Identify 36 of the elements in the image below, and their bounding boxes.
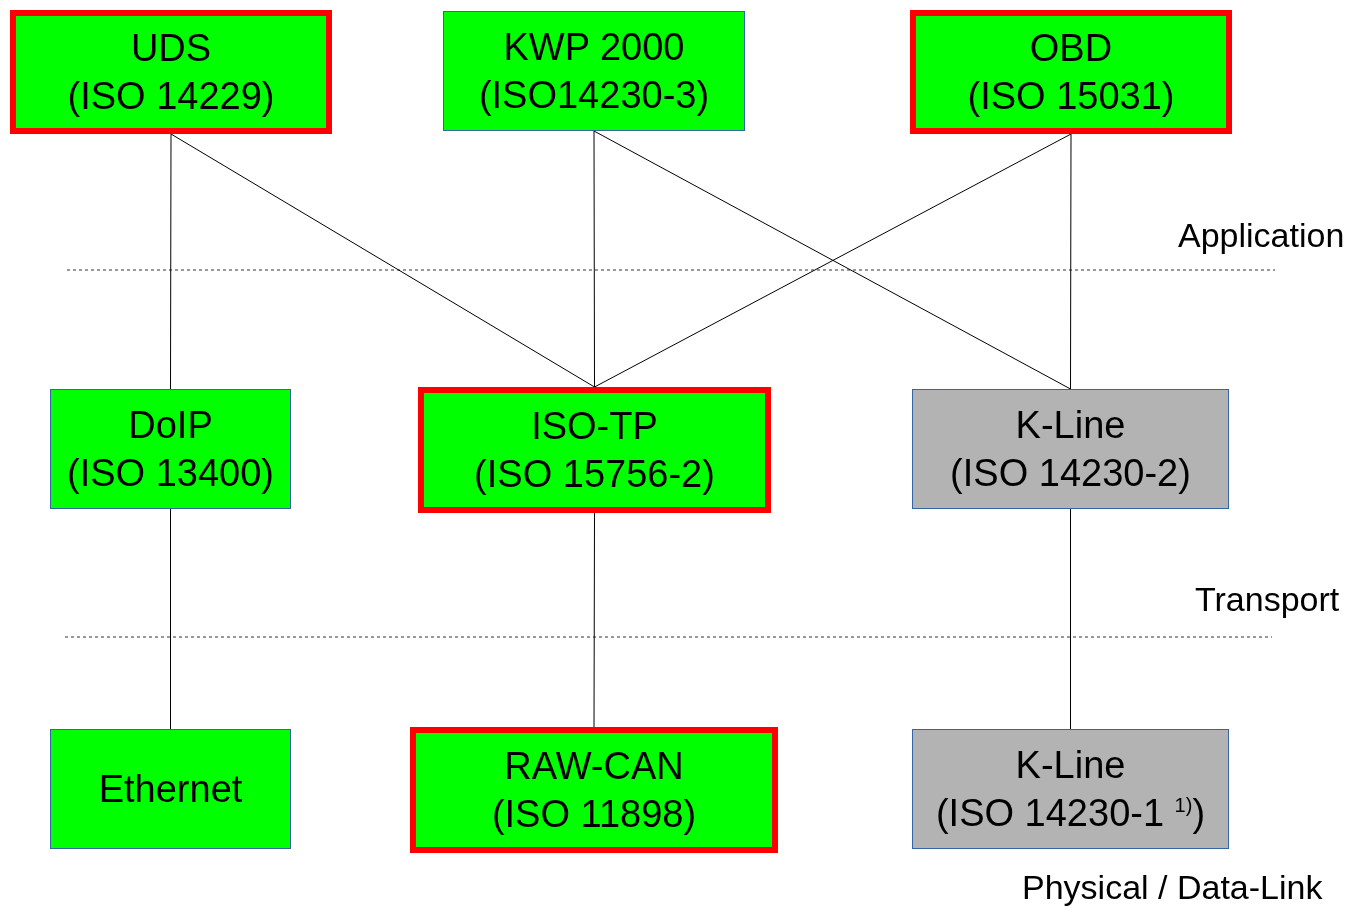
protocol-box (912, 389, 1229, 509)
protocol-label: ISO-TP (531, 404, 658, 449)
protocol-label: K-Line (1015, 743, 1126, 788)
layer-label: Physical / Data-Link (1022, 868, 1323, 907)
layer-label: Application (1178, 216, 1345, 255)
protocol-box (410, 727, 778, 853)
connector-line (1070, 508, 1071, 730)
protocol-label: (ISO14230-3) (478, 73, 710, 118)
protocol-box (910, 10, 1232, 134)
connector-line (170, 508, 171, 730)
protocol-label: (ISO 14229) (67, 74, 275, 119)
protocol-label: (ISO 13400) (67, 451, 274, 496)
protocol-label: OBD (1029, 26, 1113, 71)
protocol-label: (ISO 14230-2) (950, 451, 1191, 496)
connector-line (170, 133, 172, 390)
protocol-label: (ISO 14230-1 $^{1)}$) (935, 791, 1206, 836)
connector-line (593, 512, 595, 728)
protocol-box (50, 729, 291, 849)
protocol-label: DoIP (128, 403, 213, 448)
connector-line (593, 130, 595, 388)
protocol-box (10, 10, 332, 134)
protocol-label: KWP 2000 (503, 25, 685, 70)
protocol-label: RAW-CAN (504, 744, 684, 789)
protocol-label: (ISO 15756-2) (474, 452, 715, 497)
protocol-label: (ISO 11898) (491, 792, 697, 837)
protocol-box (912, 729, 1229, 849)
protocol-box (443, 11, 745, 131)
protocol-box (418, 387, 771, 513)
layer-label: Transport (1195, 580, 1340, 619)
connector-line (170, 133, 595, 388)
protocol-label: K-Line (1015, 403, 1126, 448)
protocol-label: (ISO 15031) (967, 74, 1175, 119)
connector-line (1070, 133, 1072, 390)
protocol-label: UDS (130, 26, 212, 71)
protocol-box (50, 389, 291, 509)
protocol-label: Ethernet (98, 767, 243, 812)
